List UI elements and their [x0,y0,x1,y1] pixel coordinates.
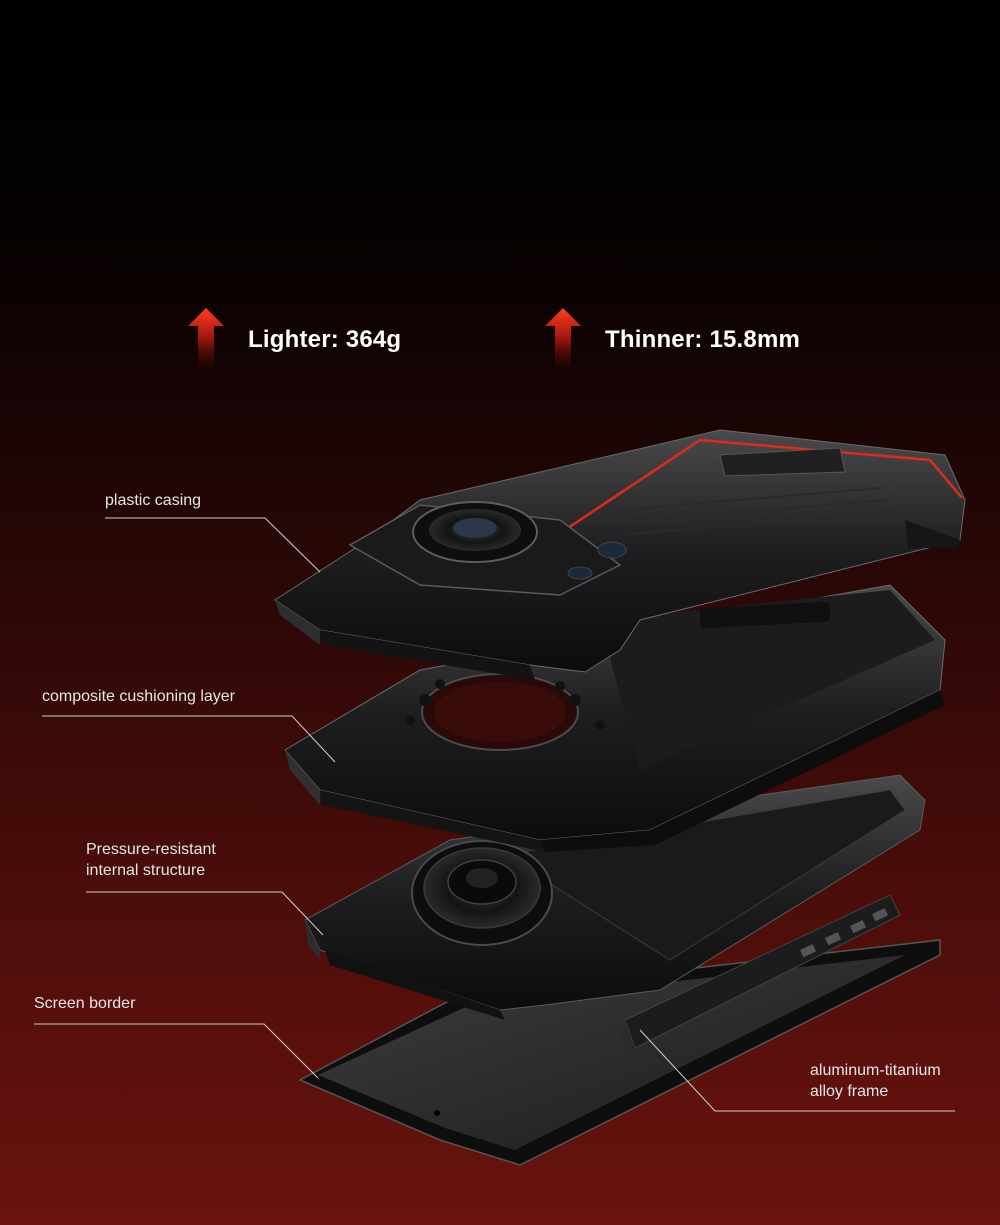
label-alloy-frame: aluminum-titanium alloy frame [810,1060,941,1102]
label-cushioning-layer: composite cushioning layer [42,688,235,705]
callout-lines [34,517,955,1112]
up-arrow-icon [543,304,583,376]
stat-lighter: Lighter: 364g [186,300,401,380]
label-internal-structure-line2: internal structure [86,862,206,879]
label-internal-structure: Pressure-resistant internal structure [86,839,216,881]
label-plastic-casing: plastic casing [105,492,202,509]
alloy-frame-piece [622,894,901,1070]
plastic-casing-layer [274,429,966,680]
internal-structure-layer [304,774,926,1020]
label-alloy-frame-line2: alloy frame [810,1083,889,1100]
label-alloy-frame-line1: aluminum-titanium [810,1062,941,1079]
stat-lighter-text: Lighter: 364g [248,326,402,353]
label-screen-border: Screen border [34,995,136,1012]
label-internal-structure-line1: Pressure-resistant [86,841,216,858]
up-arrow-icon [186,304,226,376]
stat-thinner: Thinner: 15.8mm [543,300,800,380]
stat-thinner-text: Thinner: 15.8mm [605,326,801,353]
